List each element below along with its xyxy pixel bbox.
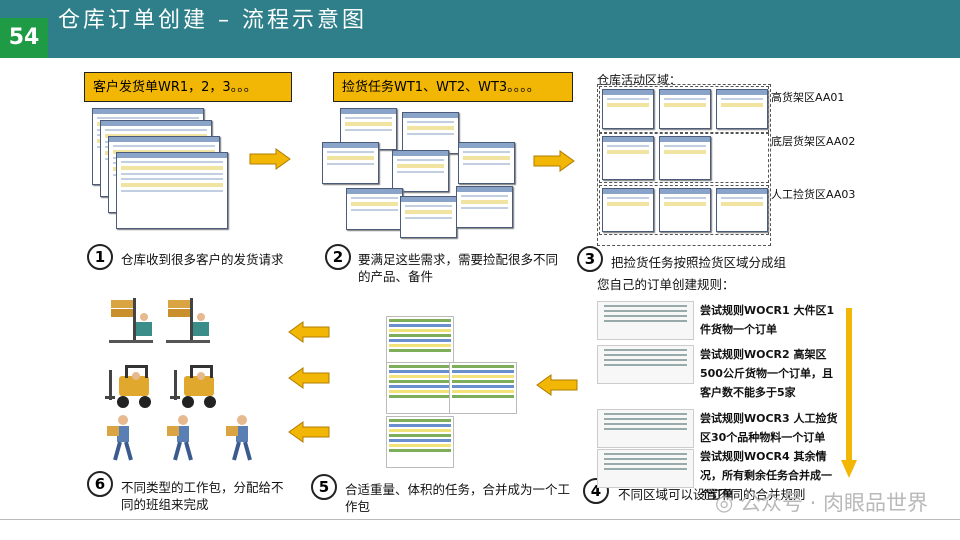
rules-heading: 您自己的订单创建规则： [597, 277, 735, 292]
task-window [458, 142, 515, 184]
step-number-6: 6 [87, 471, 113, 497]
task-window [602, 89, 654, 129]
watermark-text: 公众号 · 肉眼品世界 [739, 491, 928, 515]
activity-area-frame [597, 84, 771, 246]
task-window [716, 89, 768, 129]
task-window [346, 188, 403, 230]
step-number-4: 4 [583, 478, 609, 504]
zone-label-aa01: 高货架区AA01 [771, 91, 845, 104]
left-arrow-icon [288, 421, 330, 443]
work-package-image [386, 316, 454, 368]
step-number-2: 2 [325, 244, 351, 270]
task-window [392, 150, 449, 192]
picking-tasks-banner: 捡货任务WT1、WT2、WT3。。。。 [333, 72, 573, 102]
task-window [400, 196, 457, 238]
zone-aa03 [599, 185, 769, 235]
rule-text-1: 尝试规则WOCR1 大件区1件货物一个订单 [700, 304, 835, 336]
task-window [602, 188, 654, 232]
left-arrow-icon [288, 367, 330, 389]
zone-aa02 [599, 133, 769, 183]
forklift-icon [170, 365, 216, 408]
rule-text-4: 尝试规则WOCR4 其余情况，所有剩余任务合并成一个订单 [700, 450, 832, 501]
customer-orders-banner: 客户发货单WR1，2，3。。。 [84, 72, 292, 102]
task-window [456, 186, 513, 228]
rule-config-image [597, 301, 694, 340]
step-caption-2: 要满足这些需求，需要捡配很多不同的产品、备件 [358, 252, 559, 284]
zone-label-aa02: 底层货架区AA02 [771, 135, 856, 148]
header-bar [0, 0, 960, 58]
step-caption-4: 不同区域可以设置不同的合并规则 [618, 487, 806, 502]
footer-divider [0, 519, 960, 520]
zone-aa01 [599, 86, 769, 133]
work-package-image [386, 362, 454, 414]
worker-carrying-box-icon [107, 415, 133, 461]
task-window [659, 136, 711, 180]
order-window [116, 152, 228, 229]
step-caption-1: 仓库收到很多客户的发货请求 [121, 252, 284, 267]
rule-text-2: 尝试规则WOCR2 高架区500公斤货物一个订单，且客户数不能多于5家 [700, 348, 833, 399]
task-window [659, 188, 711, 232]
step-number-3: 3 [577, 246, 603, 272]
step-caption-5: 合适重量、体积的任务，合并成为一个工作包 [345, 482, 571, 514]
page-title: 仓库订单创建 – 流程示意图 [58, 8, 367, 33]
rule-text-3: 尝试规则WOCR3 人工捡货区30个品种物料一个订单 [700, 412, 838, 444]
left-arrow-icon [536, 374, 578, 396]
work-package-image [386, 416, 454, 468]
task-window [602, 136, 654, 180]
rule-config-image [597, 449, 694, 488]
worker-carrying-box-icon [167, 415, 193, 461]
right-arrow-icon [533, 150, 575, 172]
task-window [716, 188, 768, 232]
step-caption-6: 不同类型的工作包，分配给不同的班组来完成 [121, 480, 284, 512]
wechat-icon: ◎ [714, 491, 734, 515]
task-window [402, 112, 459, 154]
page-number: 54 [0, 18, 48, 58]
rule-config-image [597, 409, 694, 448]
task-window [322, 142, 379, 184]
watermark: ◎ 公众号 · 肉眼品世界 [715, 487, 928, 517]
step-number-1: 1 [87, 244, 113, 270]
left-arrow-icon [288, 321, 330, 343]
step-number-5: 5 [311, 474, 337, 500]
reach-truck-icon [166, 298, 210, 343]
right-arrow-icon [249, 148, 291, 170]
activity-area-title: 仓库活动区域： [597, 73, 682, 87]
rule-config-image [597, 345, 694, 384]
forklift-icon [105, 365, 151, 408]
worker-carrying-box-icon [226, 415, 252, 461]
zone-label-aa03: 人工捡货区AA03 [771, 188, 856, 201]
task-window [659, 89, 711, 129]
step-caption-3: 把捡货任务按照捡货区域分成组 [611, 255, 787, 270]
down-arrow-icon [841, 308, 857, 478]
work-package-image [449, 362, 517, 414]
reach-truck-icon [109, 298, 153, 343]
